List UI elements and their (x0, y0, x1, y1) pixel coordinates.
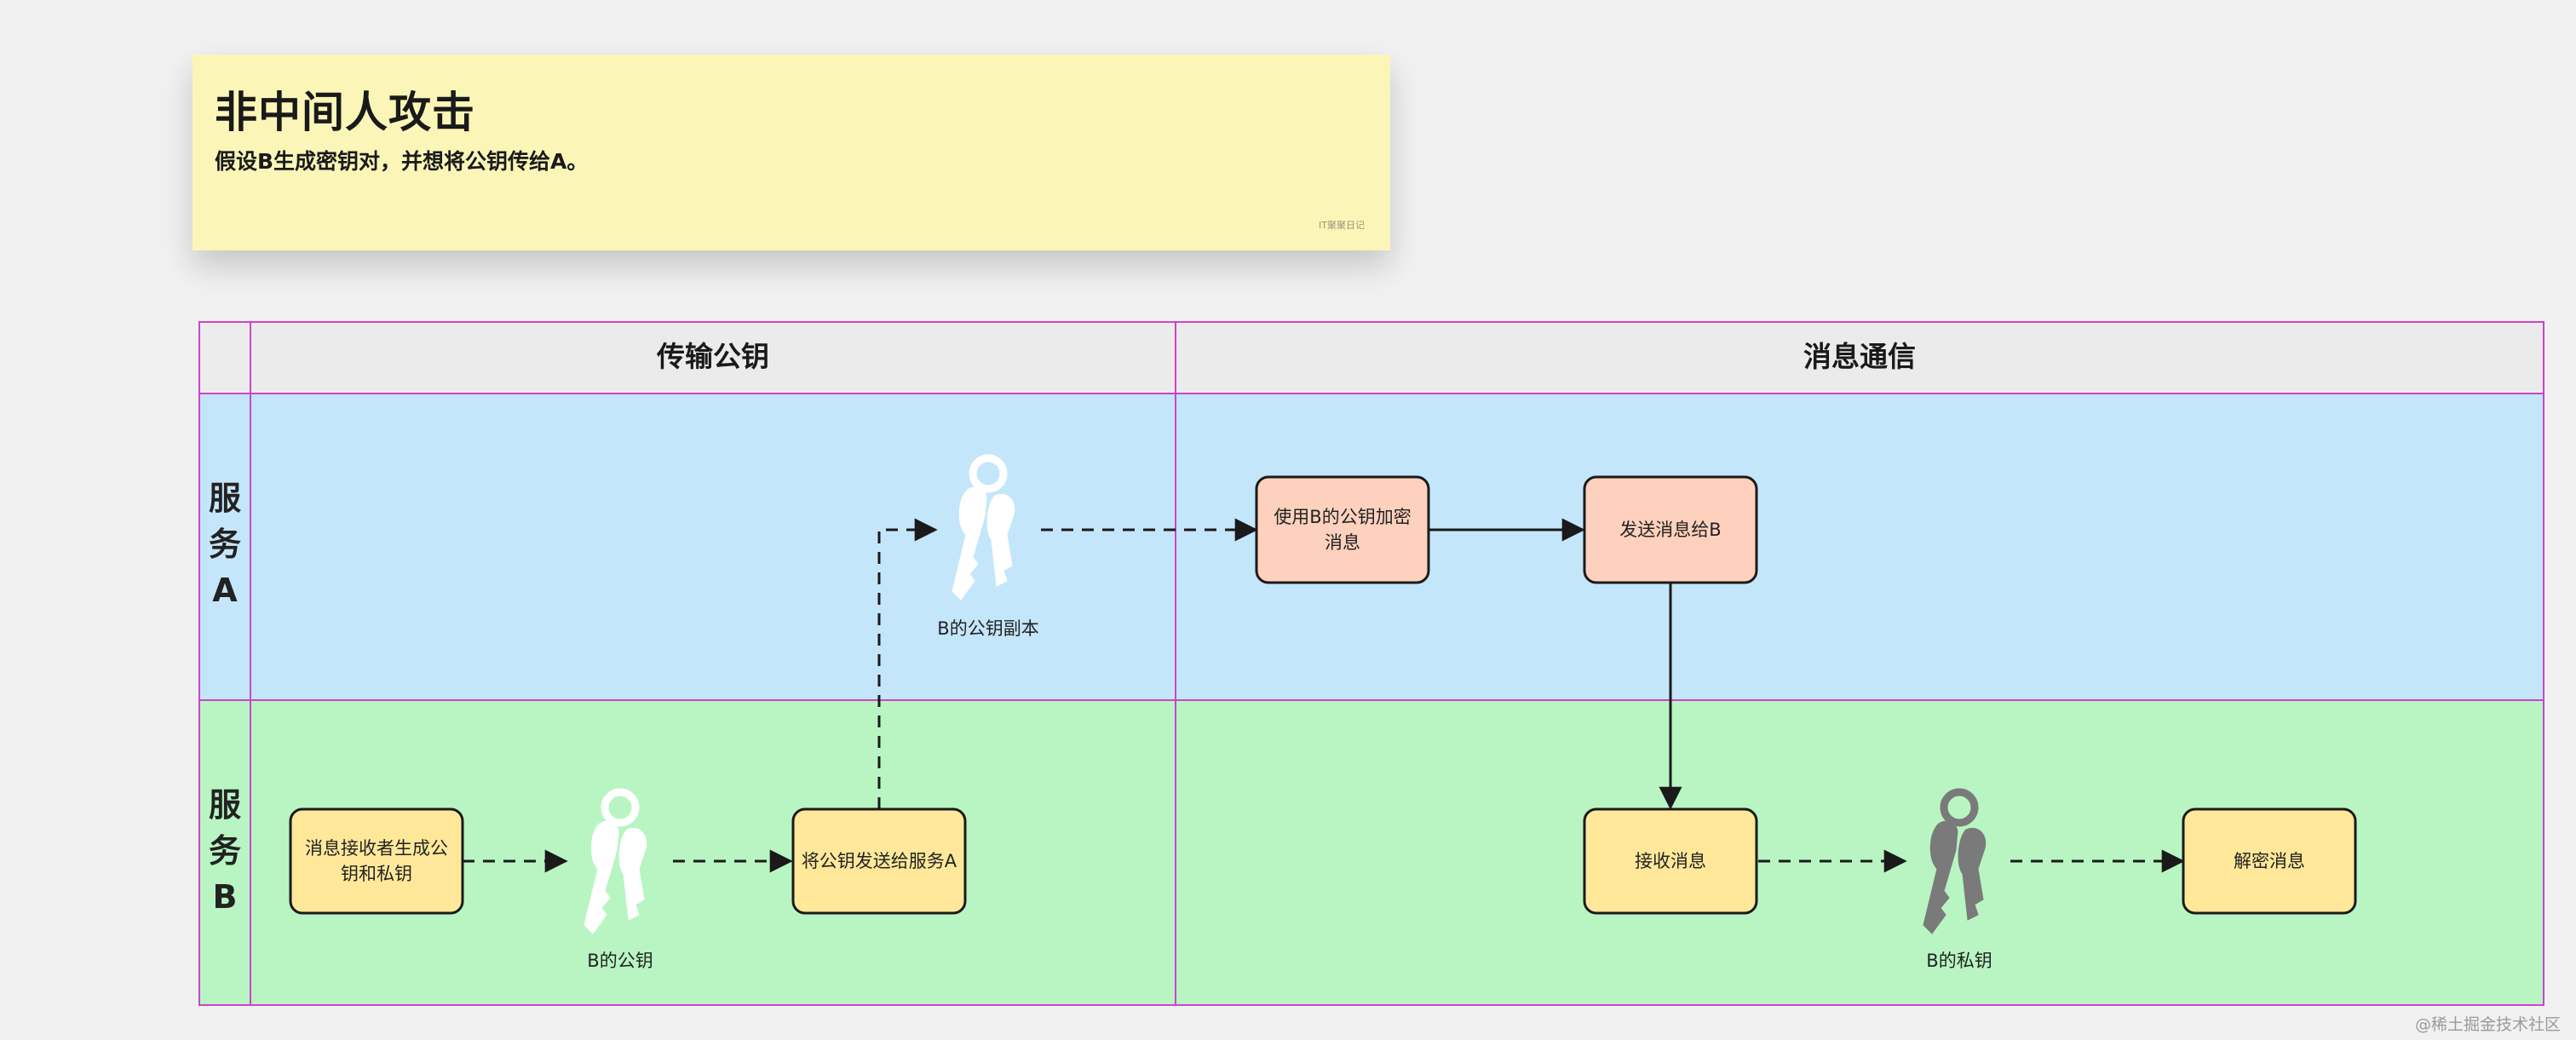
lane-label-service-a: 服务A (208, 480, 241, 609)
title-note: 非中间人攻击 假设B生成密钥对，并想将公钥传给A。 IT聚聚日记 (193, 55, 1390, 250)
node-send-pubkey: 将公钥发送给服务A (801, 851, 957, 871)
site-credit: @稀土掘金技术社区 (2414, 1015, 2561, 1034)
column-header-transfer: 传输公钥 (657, 340, 769, 373)
lane-label-service-b: 服务B (208, 786, 241, 916)
node-decrypt: 解密消息 (2234, 851, 2305, 871)
corner-cell (199, 322, 250, 394)
node-send-msg: 发送消息给B (1619, 520, 1722, 540)
caption-b-public-key: B的公钥 (587, 951, 653, 971)
node-send-pubkey-box (791, 807, 967, 915)
note-title: 非中间人攻击 (215, 88, 475, 137)
node-gen-keys-box (289, 807, 464, 915)
arrow-send-to-copy (877, 518, 938, 809)
note-subtitle: 假设B生成密钥对，并想将公钥传给A。 (215, 149, 589, 174)
node-send-msg-box (1583, 475, 1758, 584)
caption-b-private-key: B的私钥 (1926, 951, 1992, 971)
node-decrypt-box (2182, 807, 2357, 915)
node-encrypt-box (1255, 475, 1430, 584)
node-gen-keys: 消息接收者生成公钥和私钥 (305, 838, 448, 884)
caption-b-public-key-copy: B的公钥副本 (937, 618, 1039, 639)
lane-b-bg (199, 700, 2544, 1005)
node-receive: 接收消息 (1635, 851, 1706, 871)
node-receive-box (1583, 807, 1758, 915)
column-header-messaging: 消息通信 (1803, 340, 1916, 373)
note-watermark: IT聚聚日记 (1319, 220, 1365, 231)
header-row (199, 322, 2544, 394)
node-encrypt: 使用B的公钥加密消息 (1274, 507, 1412, 553)
